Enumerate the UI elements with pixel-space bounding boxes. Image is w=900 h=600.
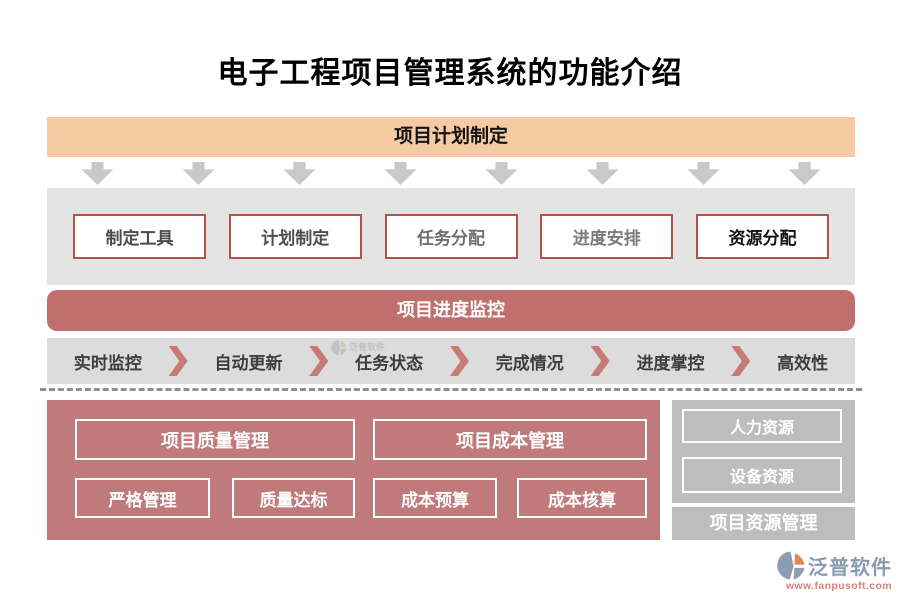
down-arrow-icon — [586, 162, 619, 185]
progress-step: 高效性 — [777, 353, 829, 373]
progress-step: 自动更新 — [214, 353, 283, 373]
down-arrow-icon — [182, 162, 215, 185]
down-arrow-icon — [485, 162, 518, 185]
plan-item-planning: 计划制定 — [228, 214, 362, 259]
resource-title-bar: 项目资源管理 — [672, 507, 855, 540]
down-arrow-icon — [283, 162, 316, 185]
cost-item-accounting: 成本核算 — [517, 478, 647, 518]
down-arrow-icon — [384, 162, 417, 185]
brand-logo: 泛普软件 www.fanpusoft.com — [748, 550, 892, 592]
progress-step: 进度掌控 — [636, 353, 705, 373]
resource-item-equipment: 设备资源 — [682, 457, 842, 493]
down-arrow-icon — [687, 162, 720, 185]
brand-mark-icon — [331, 339, 347, 356]
quality-title-box: 项目质量管理 — [75, 419, 355, 460]
resource-panel: 人力资源 设备资源 — [672, 400, 855, 503]
plan-banner: 项目计划制定 — [47, 117, 855, 157]
brand-logo-icon — [777, 551, 805, 580]
progress-step: 任务状态 — [355, 353, 424, 373]
cost-title-box: 项目成本管理 — [373, 419, 647, 460]
brand-url: www.fanpusoft.com — [785, 580, 892, 592]
plan-item-resources: 资源分配 — [696, 214, 829, 259]
chevron-right-icon — [309, 346, 329, 376]
quality-cost-panel: 项目质量管理 项目成本管理 严格管理 质量达标 成本预算 成本核算 — [47, 400, 660, 540]
progress-step: 完成情况 — [495, 353, 564, 373]
resource-item-human: 人力资源 — [682, 409, 842, 443]
chevron-right-icon — [590, 346, 610, 376]
quality-item-strict: 严格管理 — [75, 478, 210, 518]
progress-step: 实时监控 — [73, 353, 142, 373]
progress-banner: 项目进度监控 — [47, 290, 855, 331]
down-arrow-icon — [788, 162, 821, 185]
cost-item-budget: 成本预算 — [373, 478, 497, 518]
plan-item-tools: 制定工具 — [73, 214, 206, 259]
quality-item-standard: 质量达标 — [232, 478, 355, 518]
plan-tools-panel: 制定工具 计划制定 任务分配 进度安排 资源分配 — [47, 188, 855, 285]
progress-steps-strip: 实时监控 自动更新 任务状态 完成情况 进度掌控 高效性 泛普软件 — [47, 338, 855, 384]
plan-item-schedule: 进度安排 — [540, 214, 674, 259]
arrow-row — [47, 161, 855, 186]
dashed-divider — [40, 388, 862, 391]
down-arrow-icon — [81, 162, 114, 185]
plan-item-tasks: 任务分配 — [384, 214, 518, 259]
chevron-right-icon — [449, 346, 469, 376]
chevron-right-icon — [168, 346, 188, 376]
brand-name: 泛普软件 — [808, 557, 892, 579]
page-title: 电子工程项目管理系统的功能介绍 — [217, 57, 683, 90]
chevron-right-icon — [731, 346, 751, 376]
